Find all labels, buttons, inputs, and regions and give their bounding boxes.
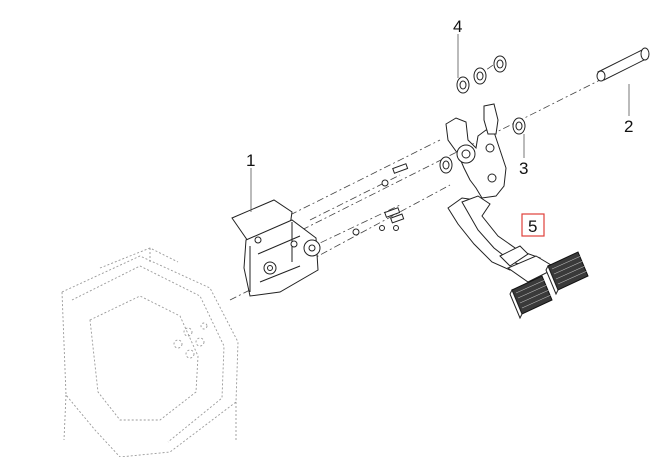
washer-left [439,156,453,174]
mounting-frame-outline [61,247,239,457]
callout-5[interactable]: 5 [528,217,537,236]
callout-3[interactable]: 3 [519,159,528,178]
pivot-pin [596,47,650,82]
bracket-part [231,199,321,297]
callout-4[interactable]: 4 [453,17,462,36]
callout-5-highlight[interactable]: 5 [521,213,545,237]
washer-right [512,117,526,135]
callout-2[interactable]: 2 [624,117,633,136]
bolts-and-nuts [352,163,409,236]
leader-lines [250,34,630,212]
pedal-assembly [445,103,558,283]
pedal-pad-left [509,275,553,320]
pedal-pad-right [545,251,589,296]
callout-1[interactable]: 1 [246,151,255,170]
washers-upper [456,55,507,94]
